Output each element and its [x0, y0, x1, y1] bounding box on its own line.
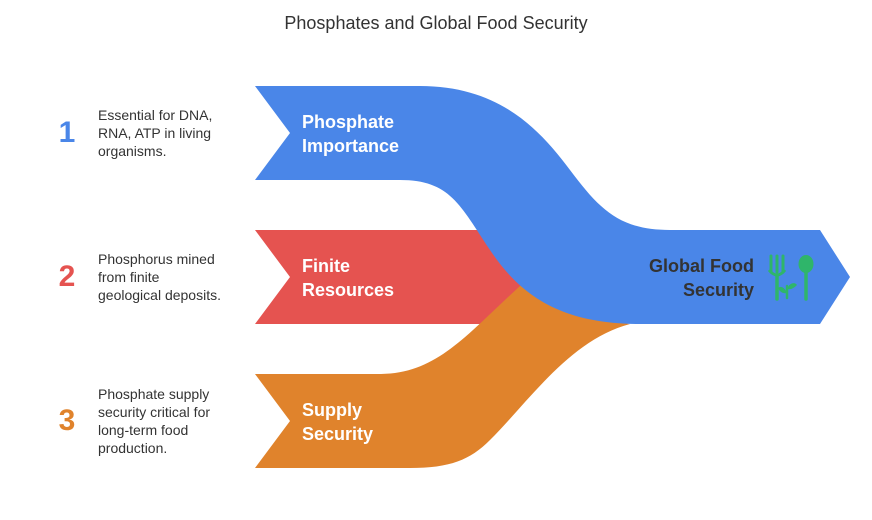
step-description-3: Phosphate supply security critical for l… [98, 385, 248, 457]
step-description-1: Essential for DNA, RNA, ATP in living or… [98, 106, 248, 160]
band-label-phosphate-line1: Phosphate [302, 112, 394, 132]
band-label-finite-line2: Resources [302, 280, 394, 300]
fork-and-spoon-icon [767, 254, 814, 301]
band-label-supply-line2: Security [302, 424, 373, 444]
step-description-2: Phosphorus mined from finite geological … [98, 250, 248, 304]
step-number-3: 3 [58, 404, 76, 437]
description-line: organisms. [98, 143, 167, 159]
page-title: Phosphates and Global Food Security [284, 13, 588, 33]
description-line: Essential for DNA, [98, 107, 213, 123]
description-line: long-term food [98, 422, 189, 438]
target-label-line1: Global Food [649, 256, 754, 276]
band-label-phosphate-line2: Importance [302, 136, 399, 156]
step-number-1: 1 [58, 116, 76, 149]
description-line: Phosphate supply [98, 386, 210, 402]
band-label-supply-line1: Supply [302, 400, 362, 420]
description-line: Phosphorus mined [98, 251, 215, 267]
flow-band-supply-security [255, 277, 630, 468]
step-number-2: 2 [58, 260, 76, 293]
flow-band-finite-resources [255, 230, 535, 324]
description-line: from finite [98, 269, 160, 285]
flow-band-phosphate-importance [255, 86, 850, 324]
target-label-line2: Security [683, 280, 754, 300]
description-line: geological deposits. [98, 287, 221, 303]
description-line: security critical for [98, 404, 211, 420]
description-line: RNA, ATP in living [98, 125, 212, 141]
band-label-finite-line1: Finite [302, 256, 350, 276]
description-line: production. [98, 440, 168, 456]
